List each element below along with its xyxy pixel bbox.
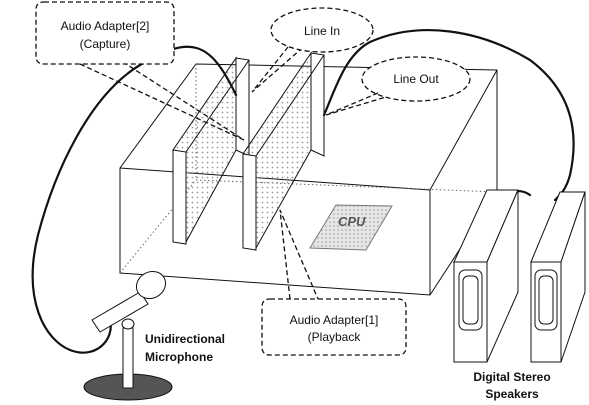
audio-adapter-1-card xyxy=(242,51,325,251)
microphone-label-line2: Microphone xyxy=(145,350,213,364)
mic-head xyxy=(135,270,167,300)
cpu-chip: CPU xyxy=(309,204,393,251)
callout-line-in xyxy=(251,7,374,93)
microphone-label-line1: Unidirectional xyxy=(145,332,225,346)
cpu-label: CPU xyxy=(338,214,366,229)
callout-line-out-text: Line Out xyxy=(393,72,439,86)
callout-audio-adapter-1-line2: (Playback xyxy=(308,330,362,344)
speakers-label-line2: Speakers xyxy=(485,387,539,401)
callout-line-out xyxy=(325,56,471,116)
callout-audio-adapter-1 xyxy=(261,209,407,356)
callout-audio-adapter-2 xyxy=(35,1,245,141)
speakers-label-line1: Digital Stereo xyxy=(473,370,550,384)
speaker-right xyxy=(530,191,586,363)
callout-audio-adapter-1-line1: Audio Adapter[1] xyxy=(290,313,379,327)
microphone-cable xyxy=(31,45,238,354)
speaker-left xyxy=(453,189,519,363)
callout-audio-adapter-2-line1: Audio Adapter[2] xyxy=(61,19,150,33)
mic-body xyxy=(91,291,149,333)
mic-stand xyxy=(122,327,134,389)
speaker-cable xyxy=(322,29,575,202)
callout-audio-adapter-2-line2: (Capture) xyxy=(80,37,131,51)
callout-line-in-text: Line In xyxy=(304,24,340,38)
microphone xyxy=(83,270,173,401)
